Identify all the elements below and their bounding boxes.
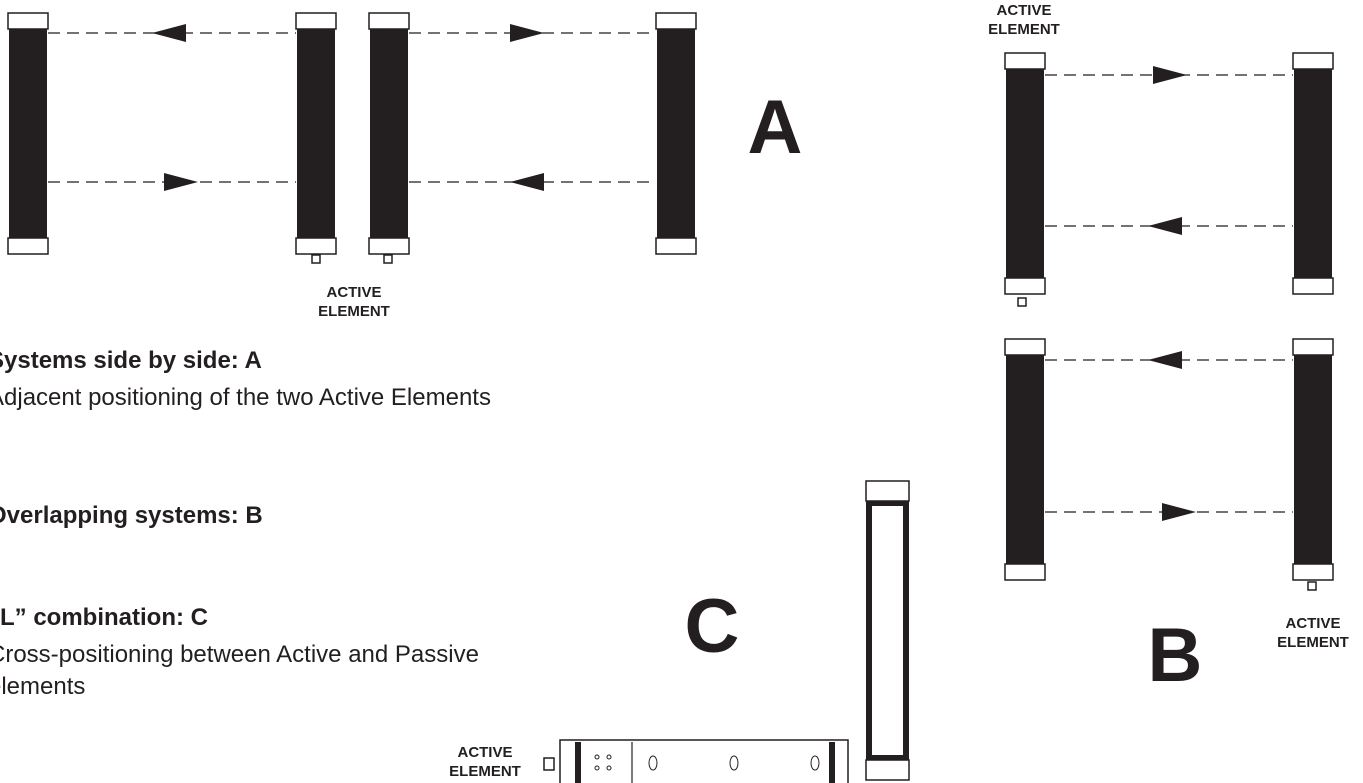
active-element-label-line1: ACTIVE [996,2,1051,19]
connector-a3 [383,254,393,264]
description-c-text: Cross-positioning between Active and Pas… [0,641,479,700]
arrow-left-icon [152,24,186,42]
connector-a2 [311,254,321,264]
label-a: A [748,85,803,170]
arrow-right-icon [164,173,198,191]
description-c-title: “L” combination: C [0,604,208,631]
col-b1 [1004,52,1046,295]
col-c-vertical [865,480,910,781]
description-b-title: Overlapping systems: B [0,502,263,529]
active-element-label-line2: ELEMENT [449,763,521,780]
col-b3 [1004,338,1046,581]
arrow-left-icon [510,173,544,191]
col-b2 [1292,52,1334,295]
label-c: C [685,584,740,669]
label-b: B [1148,613,1203,698]
connector-b4 [1307,581,1317,591]
config-b: ACTIVE ELEMENT B ACTIVE ELEMENT [988,2,1349,698]
active-element-label-line1: ACTIVE [1285,615,1340,632]
description-b: Overlapping systems: B [0,501,263,531]
active-element-label-line2: ELEMENT [1277,634,1349,651]
arrow-right-icon [1153,66,1187,84]
col-a4 [655,12,697,255]
description-a-title: Systems side by side: A [0,347,262,374]
config-a: A ACTIVE ELEMENT [7,12,803,320]
arrow-left-icon [1148,217,1182,235]
description-a: Systems side by side: A Adjacent positio… [0,346,508,414]
config-c: C ACTIVE ELEMENT [449,480,910,783]
col-a1 [7,12,49,255]
active-element-label-line1: ACTIVE [457,744,512,761]
arrow-right-icon [1162,503,1196,521]
arrow-left-icon [1148,351,1182,369]
active-element-label-line1: ACTIVE [326,284,381,301]
description-c: “L” combination: C Cross-positioning bet… [0,603,508,703]
arrow-right-icon [510,24,544,42]
col-c-horizontal [543,739,849,783]
col-b4 [1292,338,1334,581]
col-a3 [368,12,410,255]
active-element-label-line2: ELEMENT [318,303,390,320]
col-a2 [295,12,337,255]
active-element-label-line2: ELEMENT [988,21,1060,38]
description-a-text: Adjacent positioning of the two Active E… [0,384,491,411]
connector-b1 [1017,297,1027,307]
